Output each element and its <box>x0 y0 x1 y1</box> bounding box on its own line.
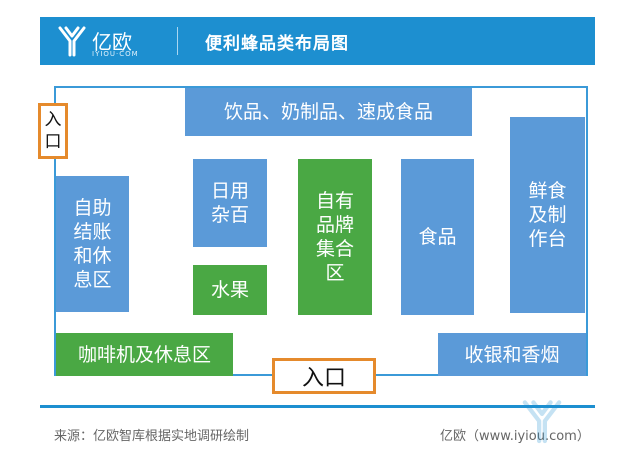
logo-subtext: IYIOU·COM <box>92 50 139 58</box>
footer-divider <box>40 405 595 408</box>
entrance-side: 入口 <box>38 103 68 159</box>
entrance-bottom: 入口 <box>272 358 376 394</box>
header-divider <box>177 27 178 55</box>
header-banner: 亿欧 IYIOU·COM 便利蜂品类布局图 <box>40 17 595 65</box>
zone-private-label: 自有品牌集合区 <box>298 159 372 315</box>
footer-source: 来源：亿欧智库根据实地调研绘制 <box>54 429 250 444</box>
zone-drinks: 饮品、奶制品、速成食品 <box>185 88 472 136</box>
zone-cashier: 收银和香烟 <box>438 333 586 376</box>
zone-self-checkout: 自助结账和休息区 <box>56 176 129 312</box>
page-title: 便利蜂品类布局图 <box>205 34 349 54</box>
zone-food: 食品 <box>401 159 474 315</box>
zone-fresh-food: 鲜食及制作台 <box>510 117 585 313</box>
zone-daily-goods: 日用杂百 <box>193 159 267 247</box>
logo-text: 亿欧 <box>92 30 132 54</box>
yiou-logo-icon <box>58 26 86 57</box>
zone-coffee: 咖啡机及休息区 <box>56 333 233 376</box>
watermark-logo-icon <box>522 400 562 444</box>
zone-fruit: 水果 <box>193 265 267 315</box>
logo: 亿欧 IYIOU·COM <box>58 23 168 59</box>
footer-credit: 亿欧（www.iyiou.com） <box>440 429 590 444</box>
